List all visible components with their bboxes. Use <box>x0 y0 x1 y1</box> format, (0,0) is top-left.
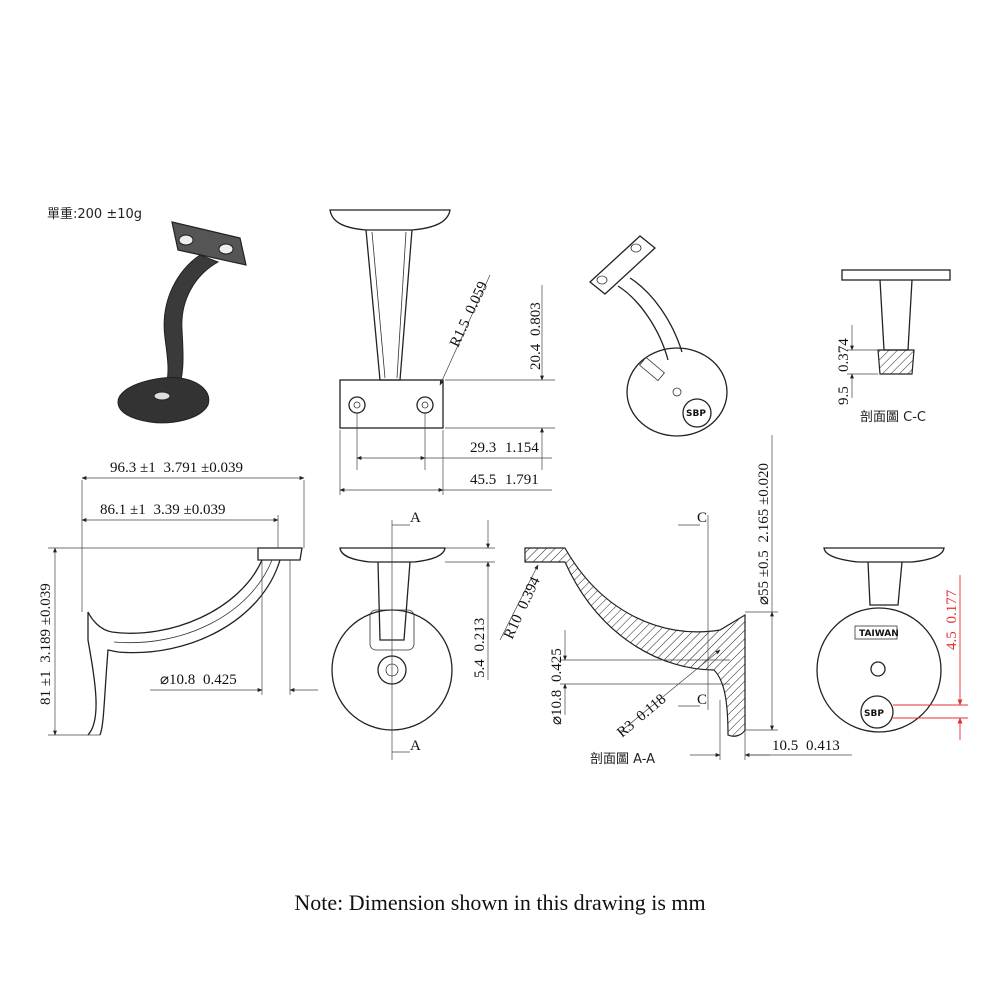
iso-view <box>117 221 247 424</box>
svg-text:1.154: 1.154 <box>505 440 539 456</box>
svg-text:20.4 0.803: 20.4 0.803 <box>528 302 544 370</box>
svg-text:5.4 0.213: 5.4 0.213 <box>472 618 488 678</box>
svg-text:1.791: 1.791 <box>505 472 539 488</box>
svg-text:⌀10.8 0.425: ⌀10.8 0.425 <box>549 648 565 725</box>
weight-label: 單重:200 ±10g <box>47 206 142 222</box>
section-aa-label: 剖面圖 A-A <box>590 752 655 767</box>
section-cc-label: 剖面圖 C-C <box>860 410 926 425</box>
svg-text:⌀10.8 0.425: ⌀10.8 0.425 <box>160 672 237 688</box>
side-view: 96.3 ±1 3.791 ±0.039 86.1 ±1 3.39 ±0.039… <box>38 460 318 736</box>
drawing-note: Note: Dimension shown in this drawing is… <box>294 890 706 915</box>
svg-text:SBP: SBP <box>864 709 884 719</box>
svg-text:TAIWAN: TAIWAN <box>859 629 899 639</box>
svg-text:A: A <box>410 738 421 754</box>
front-view-top: R1.5 0.059 20.4 0.803 29.3 1.154 45.5 1.… <box>329 209 555 495</box>
section-aa: C C R10 0.394 ⌀10.8 0.425 R3 0.118 剖面圖 A… <box>499 435 852 767</box>
svg-text:C: C <box>697 510 707 526</box>
svg-text:45.5: 45.5 <box>470 472 496 488</box>
svg-text:86.1 ±1 3.39 ±0.039: 86.1 ±1 3.39 ±0.039 <box>100 502 225 518</box>
svg-text:C: C <box>697 692 707 708</box>
svg-text:9.5: 9.5 <box>836 386 852 405</box>
svg-text:0.374: 0.374 <box>836 338 852 372</box>
svg-text:96.3 ±1 3.791 ±0.039: 96.3 ±1 3.791 ±0.039 <box>110 460 243 476</box>
iso-view-2: SBP <box>589 235 728 437</box>
front-view-bottom: A A 5.4 0.213 <box>331 510 495 760</box>
svg-text:R1.5 0.059: R1.5 0.059 <box>447 279 491 349</box>
svg-text:SBP: SBP <box>686 409 706 419</box>
svg-text:81 ±1 3.189 ±0.039: 81 ±1 3.189 ±0.039 <box>38 583 54 705</box>
svg-text:R3 0.118: R3 0.118 <box>614 691 669 741</box>
svg-text:29.3: 29.3 <box>470 440 496 456</box>
svg-text:R10 0.394: R10 0.394 <box>501 574 544 641</box>
svg-text:⌀55 ±0.5 2.165 ±0.020: ⌀55 ±0.5 2.165 ±0.020 <box>756 463 772 605</box>
svg-text:A: A <box>410 510 421 526</box>
svg-text:10.5 0.413: 10.5 0.413 <box>772 738 840 754</box>
section-cc: 9.5 0.374 剖面圖 C-C <box>836 269 951 425</box>
svg-text:4.5 0.177: 4.5 0.177 <box>944 589 960 650</box>
rear-view: TAIWAN SBP 4.5 0.177 <box>816 547 968 740</box>
